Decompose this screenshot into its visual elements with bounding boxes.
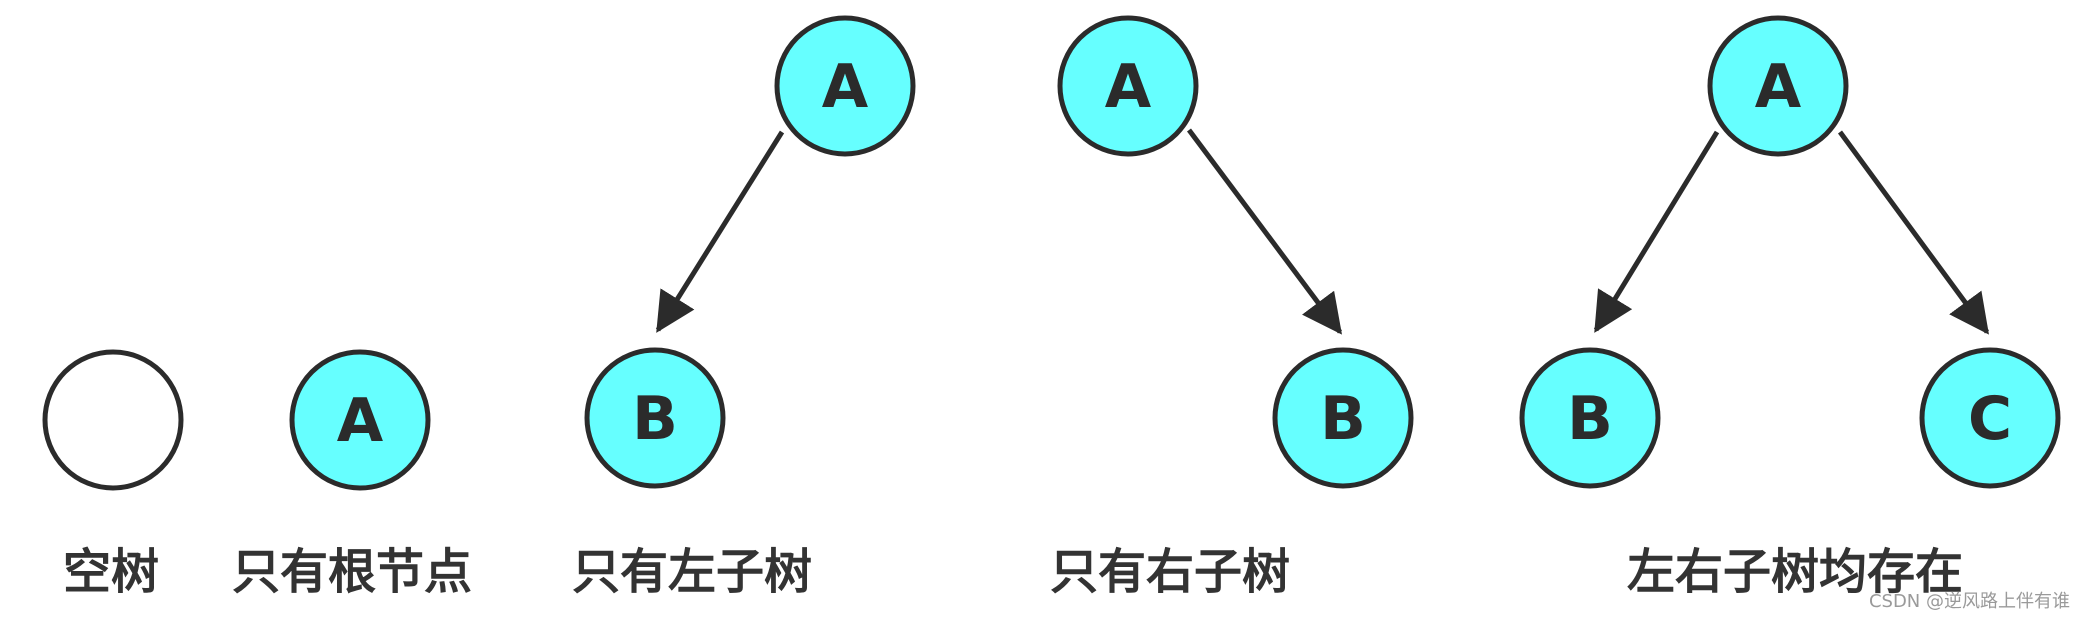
tree-node-a xyxy=(289,349,431,491)
node-label-a: A xyxy=(337,386,384,456)
caption-root-only: 只有根节点 xyxy=(232,544,472,600)
watermark: CSDN @逆风路上伴有谁 xyxy=(1869,591,2070,612)
empty-tree-node xyxy=(42,349,184,491)
node-label-b: B xyxy=(1567,384,1613,454)
tree-node-b xyxy=(584,347,726,489)
panel-both-subtrees: A B C 左右子树均存在 xyxy=(1519,15,2061,600)
edge-a-to-b xyxy=(655,130,785,333)
panel-right-subtree-only: A B 只有右子树 xyxy=(1050,15,1414,600)
node-label-b: B xyxy=(632,384,678,454)
caption-both-subtrees: 左右子树均存在 xyxy=(1627,544,1963,600)
tree-node-a xyxy=(774,15,916,157)
caption-left-subtree-only: 只有左子树 xyxy=(572,544,812,600)
tree-node-a xyxy=(1057,15,1199,157)
node-label-a: A xyxy=(1755,52,1802,122)
tree-node-c xyxy=(1919,347,2061,489)
edge-a-to-b xyxy=(1593,130,1720,333)
panel-root-only: A 只有根节点 xyxy=(232,349,472,600)
node-label-c: C xyxy=(1968,384,2012,454)
panel-empty-tree: 空树 xyxy=(42,349,184,600)
tree-node-b xyxy=(1272,347,1414,489)
tree-node-b xyxy=(1519,347,1661,489)
tree-node-a xyxy=(1707,15,1849,157)
caption-empty-tree: 空树 xyxy=(63,544,159,600)
node-label-a: A xyxy=(822,52,869,122)
node-label-b: B xyxy=(1320,384,1366,454)
edge-a-to-b xyxy=(1186,128,1343,335)
panel-left-subtree-only: A B 只有左子树 xyxy=(572,15,916,600)
edge-a-to-c xyxy=(1837,130,1990,335)
caption-right-subtree-only: 只有右子树 xyxy=(1050,544,1290,600)
node-label-a: A xyxy=(1105,52,1152,122)
